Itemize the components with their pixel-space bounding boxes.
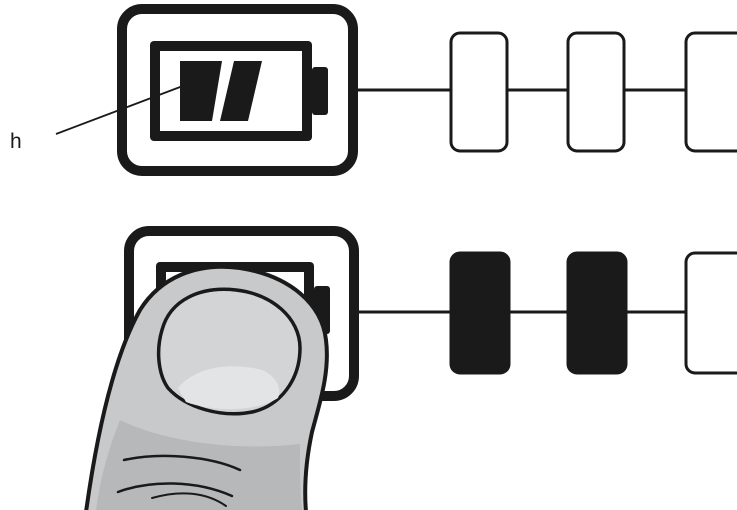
indicator-segment xyxy=(451,253,509,373)
indicator-segment xyxy=(686,253,737,373)
callout-label: h xyxy=(10,130,22,153)
state-while-pressed xyxy=(86,231,737,510)
battery-icon xyxy=(150,41,328,141)
indicator-segment xyxy=(451,33,507,151)
indicator-segment xyxy=(568,253,626,373)
indicator-segment xyxy=(686,33,737,151)
finger-icon xyxy=(86,267,327,510)
indicator-segment xyxy=(568,33,624,151)
state-before-press: h xyxy=(10,9,737,171)
